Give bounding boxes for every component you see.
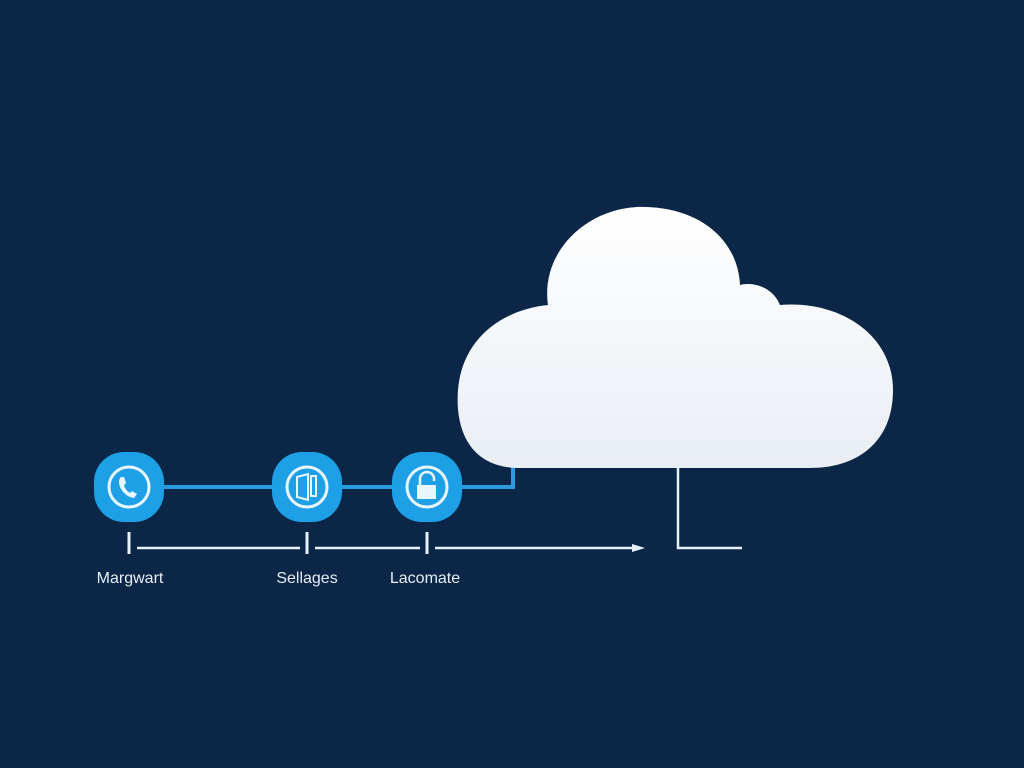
node-label-margwart: Margwart: [96, 570, 164, 587]
node-lacomate[interactable]: [392, 452, 462, 522]
node-label-lacomate: Lacomate: [389, 570, 461, 587]
connector-lines: [127, 460, 742, 554]
node-sellages[interactable]: [272, 452, 342, 522]
node-margwart[interactable]: [94, 452, 164, 522]
cloud-icon: [457, 206, 893, 469]
unlock-icon: [417, 470, 436, 499]
node-label-sellages: Sellages: [276, 570, 338, 587]
document-icon: [296, 472, 317, 502]
phone-icon: [119, 477, 137, 498]
